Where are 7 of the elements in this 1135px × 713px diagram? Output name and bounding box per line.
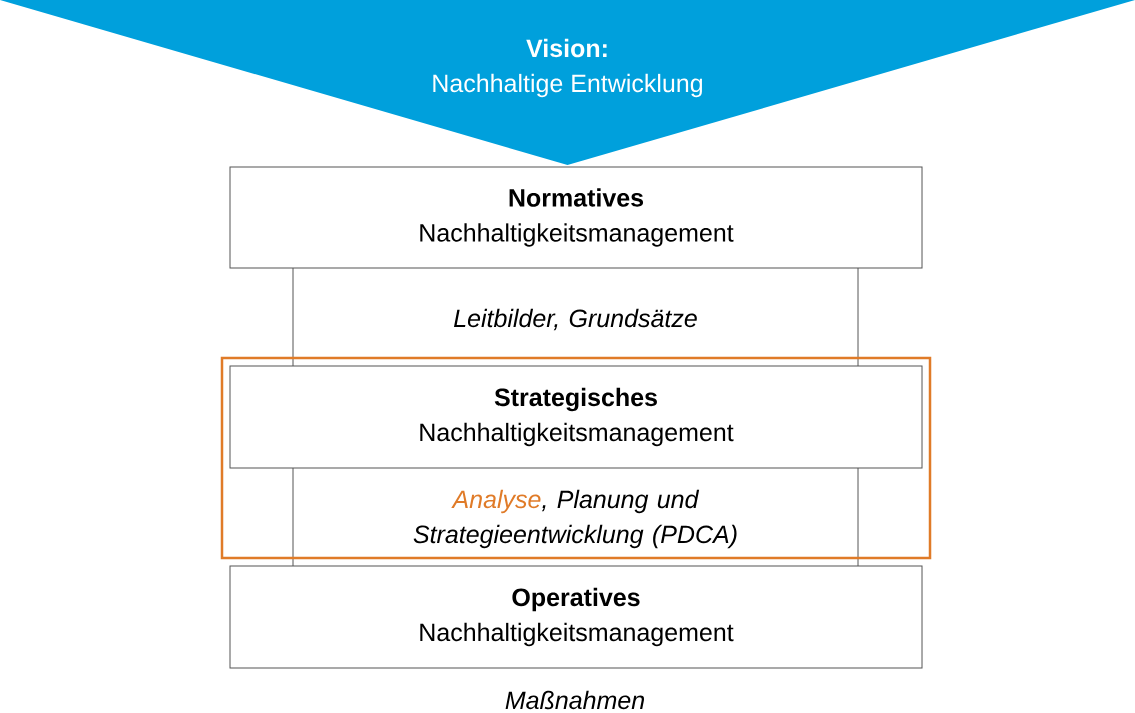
highlight-frame bbox=[220, 356, 932, 560]
level-box: Operatives Nachhaltigkeitsmanagement bbox=[229, 565, 923, 669]
level-band: Analyse, Planung und Strategieentwicklung (PDCA) bbox=[292, 467, 859, 567]
level-box: Strategisches Nachhaltigkeitsmanagement bbox=[229, 365, 923, 469]
level-band: Leitbilder, Grundsätze bbox=[292, 267, 859, 368]
vision-triangle: Vision: Nachhaltige Entwicklung bbox=[0, 0, 1135, 165]
level-box: Normatives Nachhaltigkeitsmanagement bbox=[229, 166, 923, 269]
